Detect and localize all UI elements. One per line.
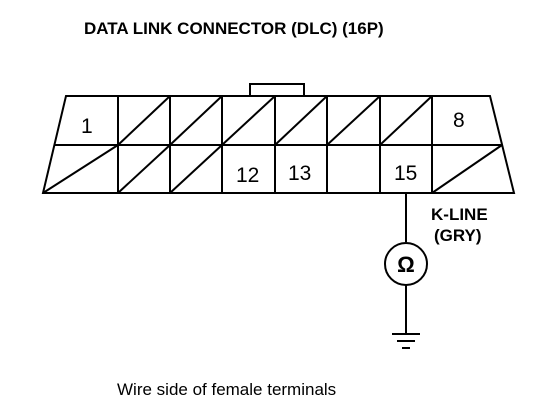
wire-label-name: K-LINE — [431, 205, 488, 224]
unused-terminal-hatch — [169, 95, 223, 146]
unused-terminal-hatch — [117, 144, 171, 194]
unused-terminal-hatch — [117, 95, 171, 146]
k-line-wire — [384, 193, 428, 334]
dlc-connector — [41, 83, 516, 194]
wire-label-color: (GRY) — [434, 226, 482, 245]
pin-1-label: 1 — [81, 115, 93, 138]
unused-terminal-hatch — [379, 95, 433, 146]
diagram-title: DATA LINK CONNECTOR (DLC) (16P) — [84, 19, 384, 38]
pin-15-label: 15 — [394, 162, 417, 185]
unused-terminal-hatch — [274, 95, 328, 146]
pin-12-label: 12 — [236, 164, 259, 187]
unused-terminal-hatch — [221, 95, 276, 146]
pin-13-label: 13 — [288, 162, 311, 185]
ground-icon — [392, 333, 420, 349]
diagram-caption: Wire side of female terminals — [117, 380, 336, 399]
unused-terminal-hatch — [326, 95, 381, 146]
unused-terminal-hatch — [431, 144, 503, 194]
connector-lock-tab — [249, 83, 305, 96]
unused-terminal-hatch — [42, 144, 119, 194]
connector-outline — [41, 95, 516, 194]
unused-terminal-hatch — [169, 144, 223, 194]
ohm-icon: Ω — [397, 252, 415, 277]
pin-8-label: 8 — [453, 109, 465, 132]
